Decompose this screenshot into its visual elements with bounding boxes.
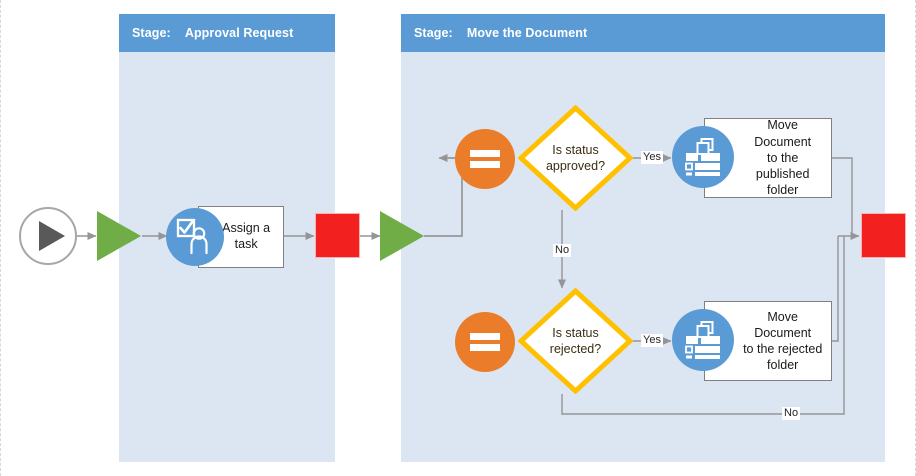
decision-rejected-icon	[455, 312, 515, 372]
play-icon	[38, 221, 65, 251]
stage-prefix-label: Stage:	[414, 26, 453, 40]
start-circle[interactable]	[19, 207, 77, 265]
decision-rejected-diamond	[518, 288, 633, 394]
decision-rejected-node[interactable]: Is status rejected?	[518, 288, 633, 394]
decision-approved-icon	[455, 129, 515, 189]
move-document-glyph	[685, 321, 720, 359]
green-arrow-stage2-entry[interactable]	[380, 211, 424, 261]
stage-header-move-the-document: Stage: Move the Document	[401, 14, 885, 52]
stage-header-approval-request: Stage: Approval Request	[119, 14, 335, 52]
move-published-node[interactable]: Move Document to the published folder	[704, 118, 832, 198]
edge-label-no-rejected: No	[782, 407, 801, 420]
stage-name-label: Move the Document	[466, 26, 588, 40]
move-rejected-label: Move Document to the rejected folder	[743, 309, 823, 373]
edge-label-yes-rejected: Yes	[641, 334, 663, 347]
connector-rejected-no-to-stop2	[561, 236, 845, 415]
stage-panel-approval-request: Stage: Approval Request	[119, 14, 335, 462]
equals-icon	[470, 150, 500, 168]
equals-icon	[470, 333, 500, 351]
decision-approved-diamond	[518, 105, 633, 211]
stage-name-label: Approval Request	[184, 26, 294, 40]
assign-task-glyph	[176, 218, 208, 255]
move-document-glyph	[685, 138, 720, 176]
connector-move-rejected-to-stop2	[832, 236, 839, 342]
move-rejected-icon	[672, 309, 734, 371]
move-published-label: Move Document to the published folder	[754, 118, 812, 198]
decision-approved-node[interactable]: Is status approved?	[518, 105, 633, 211]
connector-move-published-to-stop2	[832, 157, 853, 236]
stage-prefix-label: Stage:	[132, 26, 171, 40]
assign-task-icon	[166, 208, 224, 266]
move-published-icon	[672, 126, 734, 188]
green-arrow-stage-entry[interactable]	[97, 211, 141, 261]
start-node[interactable]	[19, 207, 77, 265]
stop-terminator-2[interactable]	[861, 213, 906, 258]
connector-arrow2-path	[424, 154, 463, 237]
edge-label-yes-approved: Yes	[641, 151, 663, 164]
stop-terminator-1[interactable]	[315, 213, 360, 258]
assign-task-label: Assign a task	[222, 221, 271, 251]
edge-label-no-approved: No	[553, 244, 572, 257]
stage-panel-move-the-document: Stage: Move the Document	[401, 14, 885, 462]
